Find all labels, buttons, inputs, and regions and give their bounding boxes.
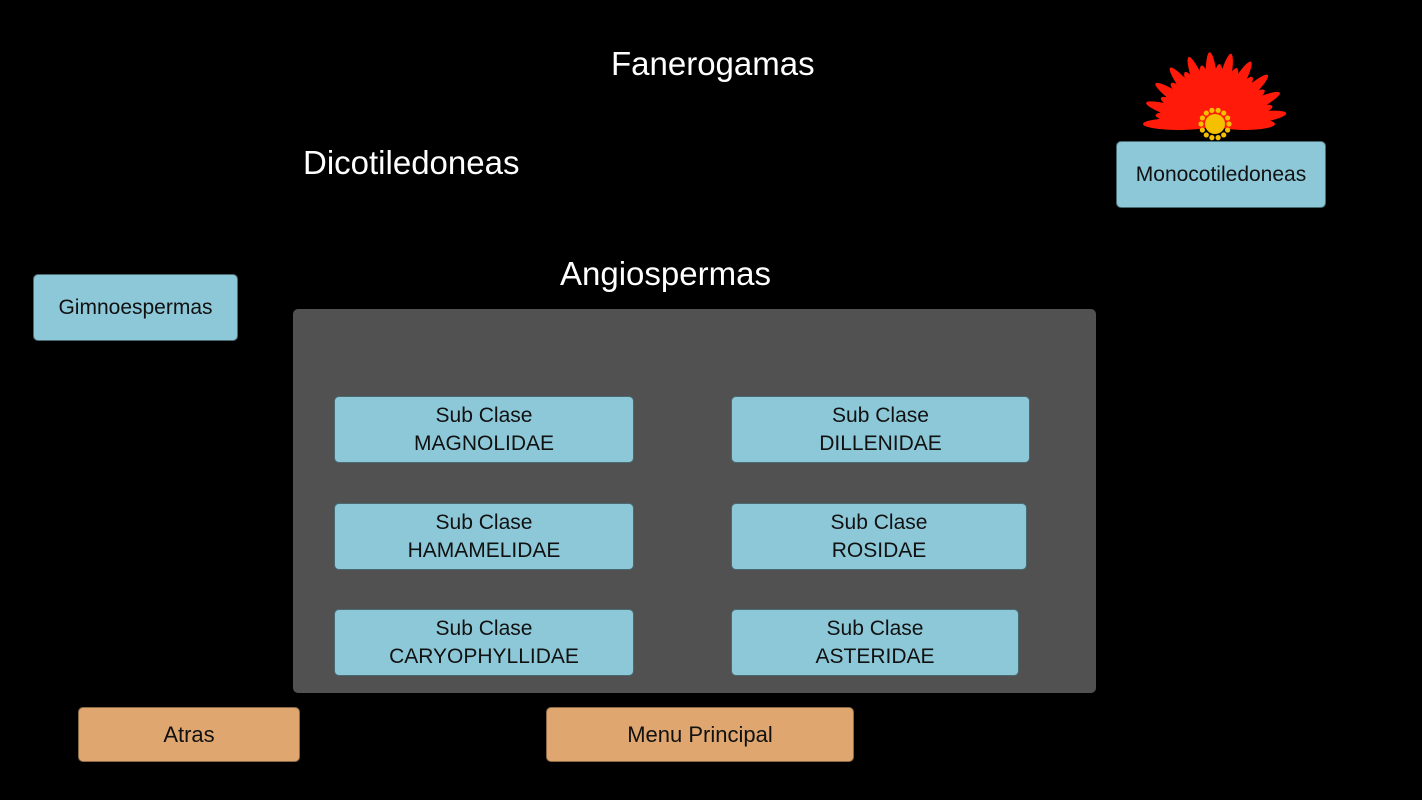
flower-stamen: [1209, 135, 1215, 141]
flower-stamen: [1221, 132, 1227, 138]
red-flower-icon: [1143, 52, 1287, 141]
subclass-magnolidae-button[interactable]: Sub Clase MAGNOLIDAE: [334, 396, 634, 463]
monocotiledoneas-label: Monocotiledoneas: [1135, 162, 1307, 186]
flower-stamen: [1199, 115, 1205, 121]
flower-stamen: [1198, 121, 1204, 127]
flower-stamen: [1225, 115, 1231, 121]
main-menu-label: Menu Principal: [627, 721, 773, 747]
subclass-dillenidae-button[interactable]: Sub Clase DILLENIDAE: [731, 396, 1030, 463]
gimnoespermas-button[interactable]: Gimnoespermas: [33, 274, 238, 341]
main-menu-button[interactable]: Menu Principal: [546, 707, 854, 762]
subclass-line1: Sub Clase: [435, 617, 533, 641]
monocotiledoneas-button[interactable]: Monocotiledoneas: [1116, 141, 1326, 208]
flower-stamen: [1215, 135, 1221, 141]
back-button[interactable]: Atras: [78, 707, 300, 762]
subclass-line1: Sub Clase: [832, 404, 929, 428]
flower-stamen: [1221, 110, 1227, 116]
subclass-line1: Sub Clase: [830, 511, 928, 535]
flower-stamen: [1203, 110, 1209, 116]
subclass-name: HAMAMELIDAE: [407, 538, 561, 562]
subclass-name: ASTERIDAE: [815, 644, 935, 668]
subclass-name: MAGNOLIDAE: [413, 431, 555, 455]
title-fanerogamas: Fanerogamas: [611, 45, 815, 82]
subclass-hamamelidae-button[interactable]: Sub Clase HAMAMELIDAE: [334, 503, 634, 570]
back-label: Atras: [163, 721, 215, 747]
title-dicotiledoneas: Dicotiledoneas: [303, 144, 520, 181]
subclass-name: DILLENIDAE: [819, 431, 942, 455]
subclass-line1: Sub Clase: [826, 617, 924, 641]
subclass-rosidae-button[interactable]: Sub Clase ROSIDAE: [731, 503, 1027, 570]
flower-stamen: [1225, 127, 1231, 133]
flower-petal: [1215, 118, 1275, 130]
flower-stamen: [1215, 107, 1221, 113]
subclass-caryophyllidae-button[interactable]: Sub Clase CARYOPHYLLIDAE: [334, 609, 634, 676]
title-angiospermas: Angiospermas: [560, 255, 771, 292]
subclass-name: ROSIDAE: [831, 538, 927, 562]
flower-stamen: [1226, 121, 1232, 127]
flower-center: [1205, 114, 1225, 134]
subclass-name: CARYOPHYLLIDAE: [389, 644, 579, 668]
flower-stamen: [1199, 127, 1205, 133]
flower-stamen: [1209, 107, 1215, 113]
subclass-line1: Sub Clase: [435, 404, 533, 428]
flower-stamen: [1203, 132, 1209, 138]
subclass-line1: Sub Clase: [435, 511, 533, 535]
gimnoespermas-label: Gimnoespermas: [58, 295, 213, 319]
subclass-asteridae-button[interactable]: Sub Clase ASTERIDAE: [731, 609, 1019, 676]
